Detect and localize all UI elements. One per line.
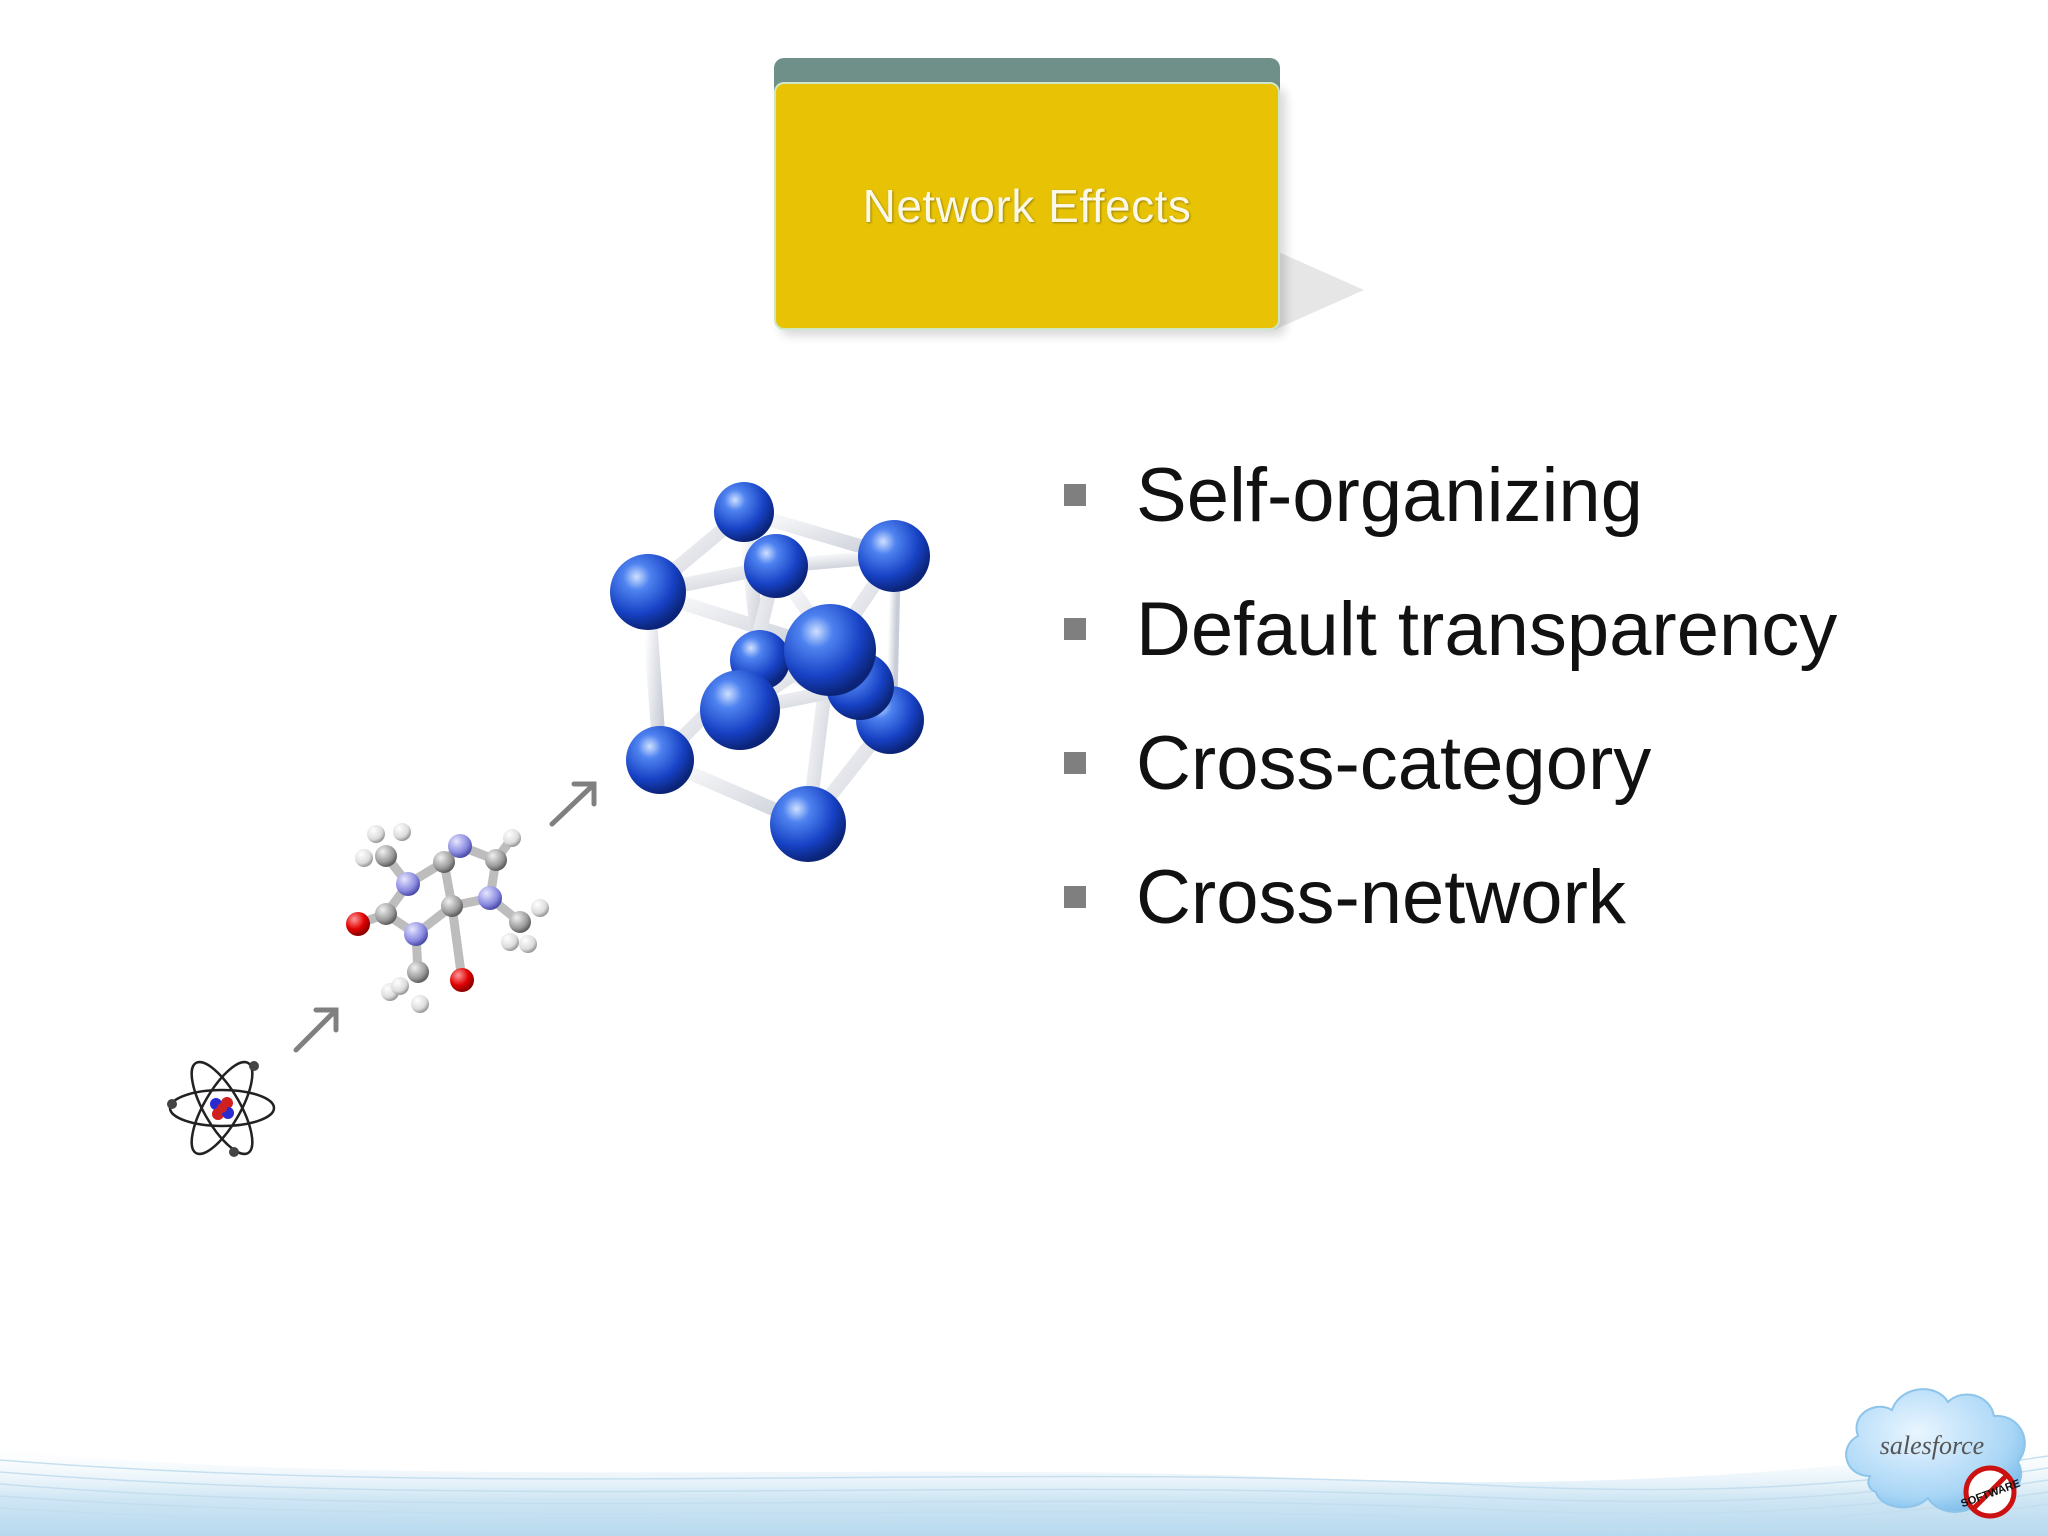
crystal-lattice-icon: [610, 482, 930, 862]
footer-wave: [0, 1442, 2048, 1536]
bullet-marker: [1064, 618, 1086, 640]
bullet-item: Cross-category: [1064, 718, 2024, 852]
arrow-icon: [549, 781, 597, 827]
bullet-text: Cross-category: [1136, 721, 1652, 806]
title-block: Network Effects: [774, 58, 1364, 332]
slide-title: Network Effects: [862, 180, 1192, 232]
bullet-marker: [1064, 886, 1086, 908]
logo-wordmark: salesforce: [1880, 1431, 1984, 1460]
bullet-list: Self-organizing Default transparency Cro…: [1064, 450, 2024, 986]
progression-illustration: [167, 482, 930, 1157]
molecule-icon: [346, 823, 549, 1013]
bullet-item: Default transparency: [1064, 584, 2024, 718]
arrow-icon: [293, 1007, 339, 1053]
no-software-badge: SOFTWARE: [1959, 1465, 2022, 1519]
title-box: Network Effects: [774, 82, 1280, 330]
title-shadow: [1274, 250, 1364, 330]
salesforce-logo: salesforce SOFTWARE: [1845, 1388, 2026, 1519]
bullet-item: Self-organizing: [1064, 450, 2024, 584]
bullet-text: Default transparency: [1136, 587, 1838, 672]
bullet-marker: [1064, 484, 1086, 506]
bullet-marker: [1064, 752, 1086, 774]
bullet-item: Cross-network: [1064, 852, 2024, 986]
bullet-text: Cross-network: [1136, 855, 1626, 940]
atom-icon: [167, 1060, 276, 1157]
bullet-text: Self-organizing: [1136, 453, 1643, 538]
